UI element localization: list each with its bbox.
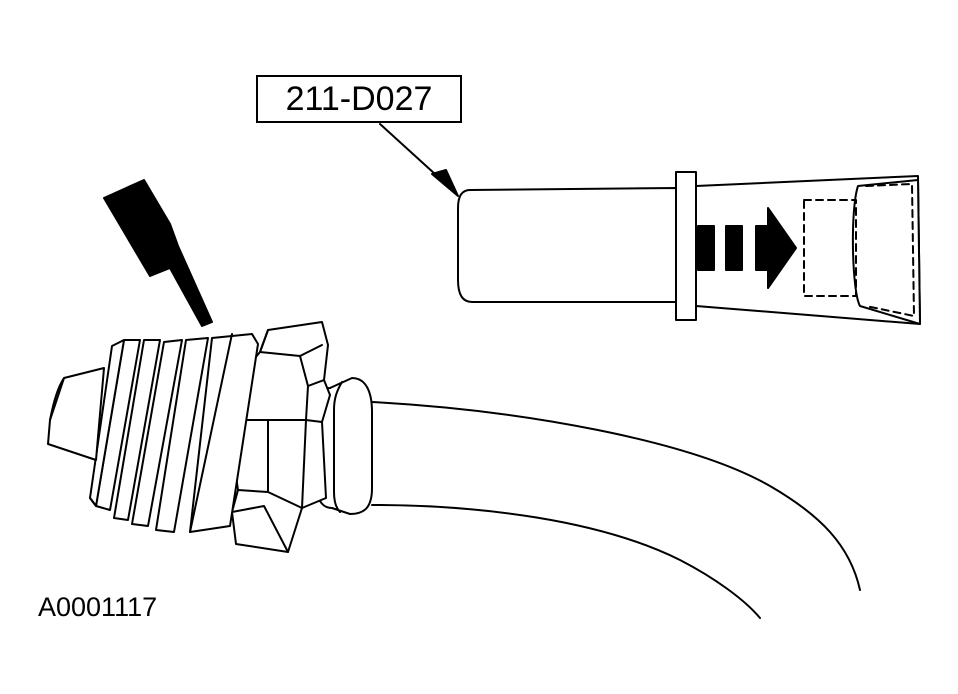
separator-tool (457, 171, 921, 325)
nose-cone (47, 367, 105, 461)
hose (371, 401, 861, 619)
tool-number-callout: 211-D027 (256, 75, 462, 123)
solid-arrow-icon (103, 179, 213, 327)
leader-arrow-icon (379, 123, 459, 197)
dashed-arrow-icon (697, 207, 797, 289)
tool-number-label: 211-D027 (285, 79, 433, 118)
threaded-fitting (89, 333, 259, 533)
figure-id: A0001117 (38, 592, 158, 622)
hex-nut (231, 321, 331, 553)
